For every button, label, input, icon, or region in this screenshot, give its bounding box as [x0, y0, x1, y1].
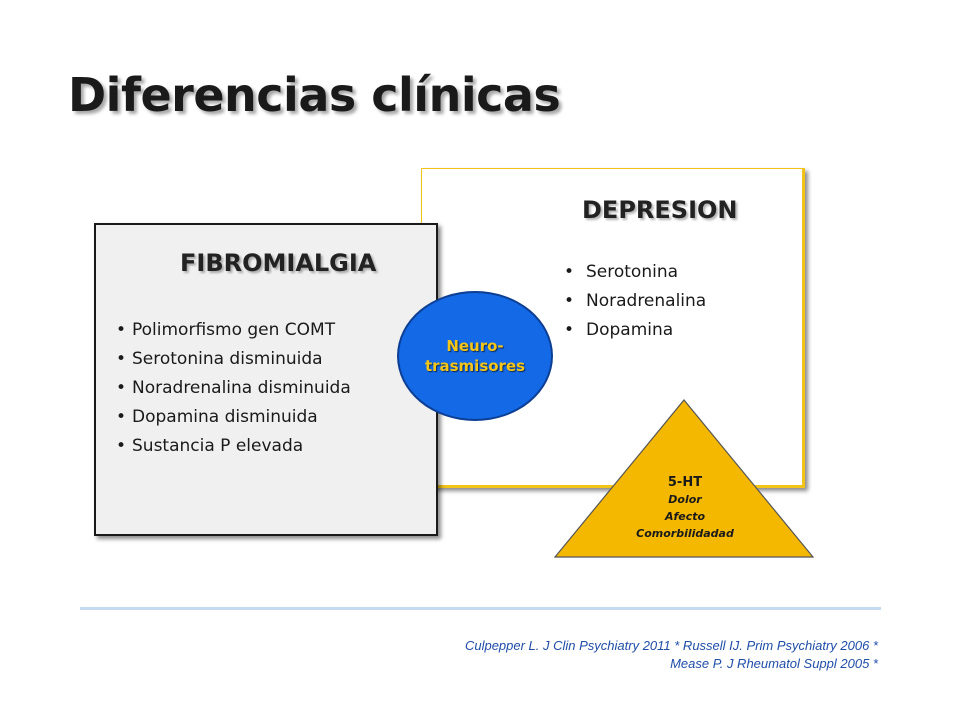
- reference-line: Culpepper L. J Clin Psychiatry 2011 * Ru…: [464, 638, 878, 653]
- list-item: •Noradrenalina disminuida: [116, 378, 351, 398]
- bullet-icon: •: [116, 349, 127, 369]
- circle-label-line1: Neuro-: [446, 337, 504, 355]
- references: Culpepper L. J Clin Psychiatry 2011 * Ru…: [465, 637, 878, 673]
- depresion-title: DEPRESION: [582, 196, 738, 224]
- depresion-list: •Serotonina •Noradrenalina •Dopamina: [564, 262, 706, 349]
- bullet-icon: •: [116, 407, 127, 427]
- triangle-item: Afecto: [664, 510, 706, 523]
- list-item: •Noradrenalina: [564, 291, 707, 311]
- bullet-icon: •: [116, 436, 127, 456]
- triangle-item: Dolor: [668, 493, 702, 506]
- list-item: •Serotonina disminuida: [116, 349, 323, 369]
- list-item: •Polimorfismo gen COMT: [116, 320, 336, 340]
- triangle-item: Comorbilidadad: [636, 527, 734, 540]
- circle-label-line2: trasmisores: [424, 357, 526, 375]
- bullet-icon: •: [564, 320, 575, 340]
- bullet-icon: •: [564, 262, 575, 282]
- serotonin-triangle: [553, 399, 815, 558]
- fibromialgia-title: FIBROMIALGIA: [180, 249, 377, 277]
- bullet-icon: •: [116, 378, 127, 398]
- reference-line: Mease P. J Rheumatol Suppl 2005 *: [670, 656, 878, 671]
- list-item: •Dopamina disminuida: [116, 407, 318, 427]
- list-item: •Sustancia P elevada: [116, 436, 304, 456]
- bullet-icon: •: [116, 320, 127, 340]
- list-item: •Serotonina: [564, 262, 679, 282]
- footer-divider: [80, 607, 881, 610]
- bullet-icon: •: [564, 291, 575, 311]
- fibromialgia-list: •Polimorfismo gen COMT •Serotonina dismi…: [116, 320, 351, 465]
- neurotransmitter-circle: Neuro- trasmisores: [397, 291, 553, 421]
- triangle-text: 5-HT Dolor Afecto Comorbilidadad: [600, 474, 770, 542]
- list-item: •Dopamina: [564, 320, 674, 340]
- triangle-label: 5-HT: [667, 475, 703, 490]
- fibromialgia-box: [94, 223, 438, 536]
- slide-title: Diferencias clínicas: [68, 68, 561, 122]
